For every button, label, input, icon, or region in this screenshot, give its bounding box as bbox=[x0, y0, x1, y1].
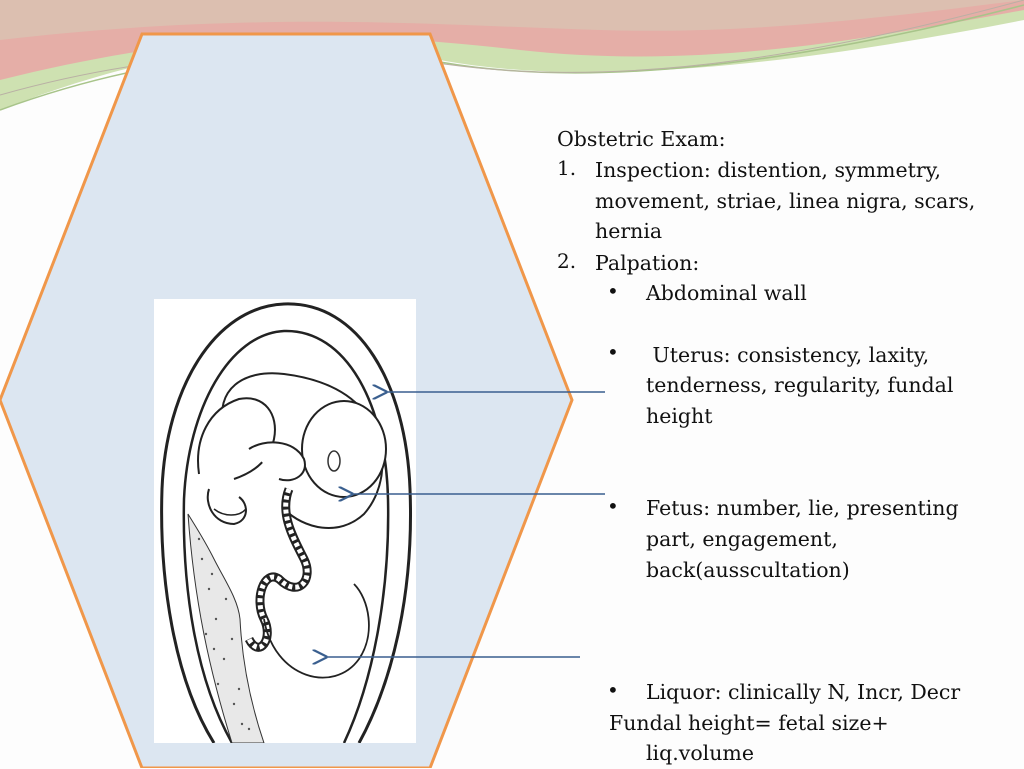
header-wave-decoration bbox=[0, 0, 1024, 111]
bullet-2-line-1: Uterus: consistency, laxity, bbox=[646, 343, 930, 367]
bullet-2-line-2: tenderness, regularity, fundal bbox=[646, 373, 954, 397]
footer-line-1: Fundal height= fetal size+ bbox=[609, 711, 889, 735]
bullet-3-line-3: back(ausscultation) bbox=[646, 558, 850, 582]
item-1-line-2: movement, striae, linea nigra, scars, bbox=[595, 189, 976, 213]
bullet-1-mark: • bbox=[607, 279, 619, 303]
fetus-in-uterus-illustration bbox=[154, 299, 416, 744]
bullet-3-line-1: Fetus: number, lie, presenting bbox=[646, 496, 959, 520]
item-2-line-1: Palpation: bbox=[595, 251, 700, 275]
bullet-2-line-3: height bbox=[646, 404, 713, 428]
bullet-3-mark: • bbox=[607, 494, 619, 518]
bullet-1-line-1: Abdominal wall bbox=[646, 281, 807, 305]
heading: Obstetric Exam: bbox=[557, 127, 726, 151]
item-1-line-1: Inspection: distention, symmetry, bbox=[595, 158, 941, 182]
item-1-number: 1. bbox=[557, 156, 577, 180]
bullet-3-line-2: part, engagement, bbox=[646, 527, 838, 551]
bullet-2-mark: • bbox=[607, 340, 619, 364]
bullet-4-line-1: Liquor: clinically N, Incr, Decr bbox=[646, 680, 961, 704]
bullet-4-mark: • bbox=[607, 678, 619, 702]
footer-line-2: liq.volume bbox=[646, 741, 755, 765]
item-1-line-3: hernia bbox=[595, 219, 663, 243]
item-2-number: 2. bbox=[557, 249, 577, 273]
